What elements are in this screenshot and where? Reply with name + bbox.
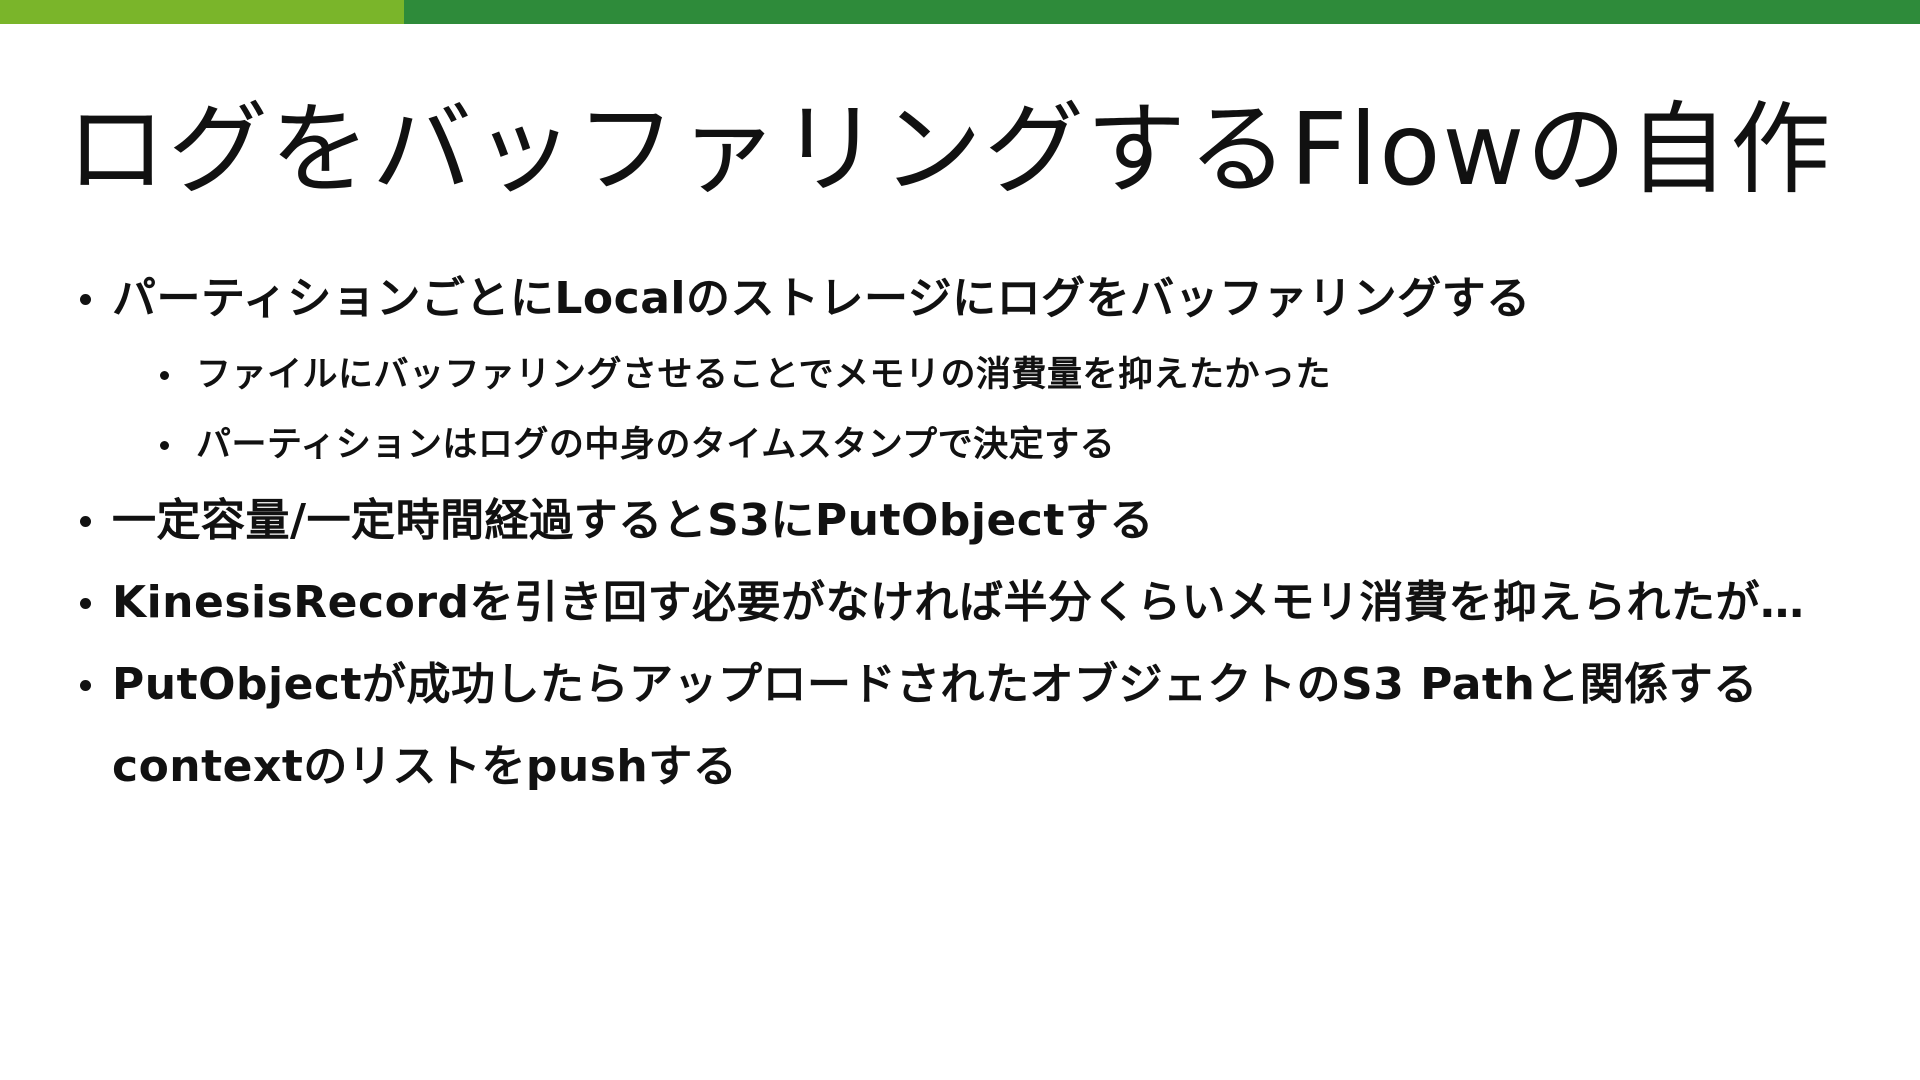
bullet-item: パーティションごとにLocalのストレージにログをバッファリングする ファイルに… — [80, 258, 1870, 480]
top-bar-dark-segment — [404, 0, 1920, 24]
slide-title: ログをバッファリングするFlowの自作 — [66, 91, 1833, 208]
bullet-text: パーティションごとにLocalのストレージにログをバッファリングする — [112, 273, 1531, 324]
bullet-item: KinesisRecordを引き回す必要がなければ半分くらいメモリ消費を抑えられ… — [80, 562, 1870, 644]
bullet-text: KinesisRecordを引き回す必要がなければ半分くらいメモリ消費を抑えられ… — [112, 577, 1805, 628]
bullet-text: 一定容量/一定時間経過するとS3にPutObjectする — [112, 495, 1154, 546]
top-accent-bar — [0, 0, 1920, 24]
top-bar-light-segment — [0, 0, 404, 24]
bullet-item: PutObjectが成功したらアップロードされたオブジェクトのS3 Pathと関… — [80, 644, 1870, 808]
sub-bullet-list: ファイルにバッファリングさせることでメモリの消費量を抑えたかった パーティション… — [112, 340, 1870, 480]
sub-bullet-item: パーティションはログの中身のタイムスタンプで決定する — [138, 410, 1870, 480]
bullet-list: パーティションごとにLocalのストレージにログをバッファリングする ファイルに… — [80, 258, 1870, 808]
bullet-item: 一定容量/一定時間経過するとS3にPutObjectする — [80, 480, 1870, 562]
sub-bullet-item: ファイルにバッファリングさせることでメモリの消費量を抑えたかった — [138, 340, 1870, 410]
bullet-text: PutObjectが成功したらアップロードされたオブジェクトのS3 Pathと関… — [112, 659, 1758, 792]
